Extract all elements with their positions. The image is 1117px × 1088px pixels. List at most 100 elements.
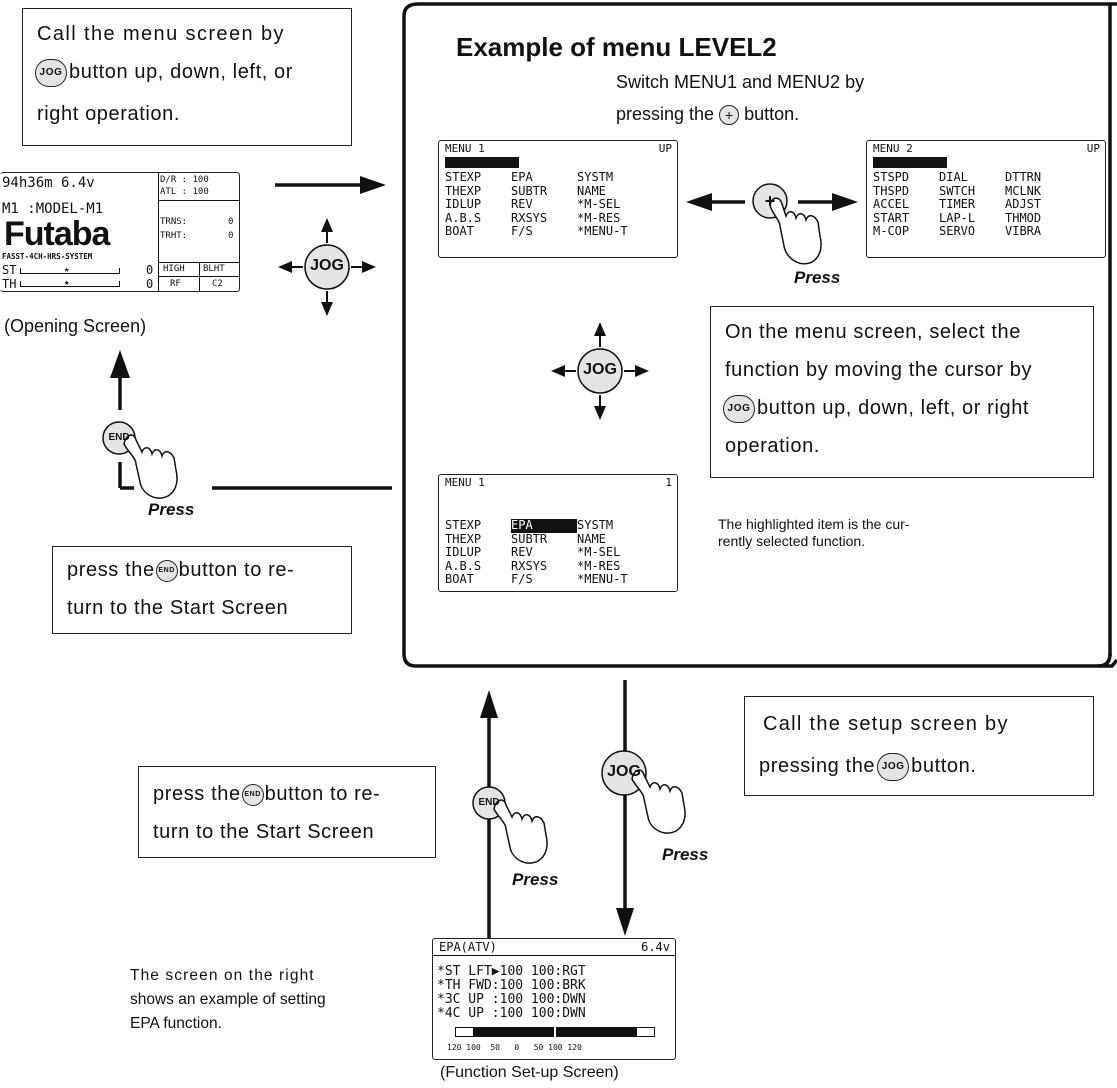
menu-item: START [873, 210, 910, 225]
end-button-left [102, 421, 178, 499]
menu-item: VIBRA [1005, 224, 1042, 238]
arrow-right-to-menu [275, 176, 386, 194]
atl-value: ATL : 100 [160, 187, 209, 197]
opening-screen-lcd: 94h36m 6.4v M1 :MODEL-M1 Futaba FASST-4C… [0, 172, 240, 292]
menu-item: *MENU-T [577, 224, 628, 238]
main-panel-border [402, 2, 1117, 668]
menu-item: SYSTM [577, 170, 614, 184]
epa-row: *ST LFT▶100 100:RGT [437, 964, 586, 979]
menu-item: M-COP [873, 224, 910, 238]
jog-button-icon: JOG [877, 752, 910, 781]
instruction-line-3: right operation. [37, 103, 181, 125]
end-button-icon: END [155, 559, 178, 582]
menu-item: THMOD [1005, 210, 1042, 225]
switch-line-2: pressing the + button. [616, 104, 800, 126]
setup-line-1: Call the setup screen by [763, 713, 1009, 735]
trht-label: TRHT: [160, 231, 188, 241]
switch-line-1: Switch MENU1 and MENU2 by [616, 72, 865, 92]
menu-item: *MENU-T [577, 572, 628, 586]
menu-item: A.B.S [445, 210, 482, 225]
cursor-line-1: On the menu screen, select the [725, 321, 1021, 343]
jog-pad-1-label: JOG [310, 257, 344, 274]
jog-button-icon: JOG [35, 58, 67, 87]
menu-item: REV [511, 545, 533, 559]
arrow-up-bottom [480, 690, 498, 940]
menu-item: A.B.S [445, 558, 482, 573]
jog-button-bottom [601, 750, 686, 834]
menu-item: SUBTR [511, 531, 548, 546]
menu-item: BOAT [445, 224, 474, 238]
menu-item: SERVO [939, 224, 976, 238]
menu-switch-arrows [686, 193, 858, 211]
jog-bottom-label: JOG [607, 763, 641, 780]
press-label-left: Press [148, 500, 195, 519]
end-left-label: END [108, 432, 130, 443]
menu-row: M-COP SERVO VIBRA [873, 224, 1071, 239]
epa-row: *TH FWD:100 100:BRK [437, 978, 586, 993]
cursor-instruction-box: On the menu screen, select the function … [710, 306, 1094, 478]
menu-item: BOAT [445, 572, 474, 586]
menu-item: *M-SEL [577, 545, 621, 559]
epa-screen-caption: (Function Set-up Screen) [440, 1064, 619, 1081]
system-label: FASST-4CH-HRS-SYSTEM [2, 252, 93, 261]
epa-row: *3C UP :100 100:DWN [437, 992, 586, 1007]
menu-row: IDLUP REV *M-SEL [445, 545, 643, 560]
plus-label: + [764, 191, 776, 211]
menu-item: LAP-L [939, 210, 976, 225]
st-label: ST [2, 263, 17, 277]
cursor-line-2: function by moving the cursor by [725, 359, 1033, 381]
menu-item: TIMER [939, 197, 976, 211]
arrow-down-bottom [616, 680, 634, 936]
menu-item: IDLUP [445, 545, 482, 559]
menu-item: STEXP [445, 518, 482, 532]
jog-button-icon: JOG [723, 394, 755, 423]
futaba-logo: Futaba [4, 215, 110, 253]
menu-item: DIAL [939, 170, 968, 184]
st-value: 0 [146, 263, 154, 277]
end-bottom-label: END [478, 797, 500, 808]
menu-item: RXSYS [511, 558, 548, 573]
highlight-note: The highlighted item is the cur- rently … [718, 516, 910, 549]
epa-rows: *ST LFT▶100 100:RGT*TH FWD:100 100:BRK*3… [437, 965, 586, 1021]
jog-pad-2-label: JOG [583, 361, 617, 378]
trns-label: TRNS: [160, 217, 188, 227]
menu-item: SYSTM [577, 518, 614, 532]
rf-label: RF [170, 279, 181, 289]
menu-item: ACCEL [873, 197, 910, 211]
timer-voltage: 94h36m 6.4v [2, 175, 95, 191]
c2-label: C2 [212, 279, 223, 289]
menu-item: NAME [577, 183, 606, 198]
menu-item: THSPD [873, 183, 910, 198]
instruction-line-1: Call the menu screen by [37, 23, 285, 45]
return-loop-line [110, 350, 392, 490]
menu-item: F/S [511, 572, 533, 586]
press-label-plus: Press [794, 268, 841, 287]
epa-row: *4C UP :100 100:DWN [437, 1006, 586, 1021]
end-button-bottom [472, 786, 548, 864]
menu-row: START LAP-L THMOD [873, 210, 1071, 226]
blht-label: BLHT [203, 264, 225, 274]
menu-item: REV [511, 197, 533, 211]
main-panel-title: Example of menu LEVEL2 [456, 32, 777, 62]
press-label-jog-bottom: Press [662, 845, 709, 864]
model-name: M1 :MODEL-M1 [2, 201, 104, 217]
menu-item: STSPD [873, 170, 910, 184]
th-value: 0 [146, 277, 154, 291]
menu-item: SWTCH [939, 183, 976, 198]
